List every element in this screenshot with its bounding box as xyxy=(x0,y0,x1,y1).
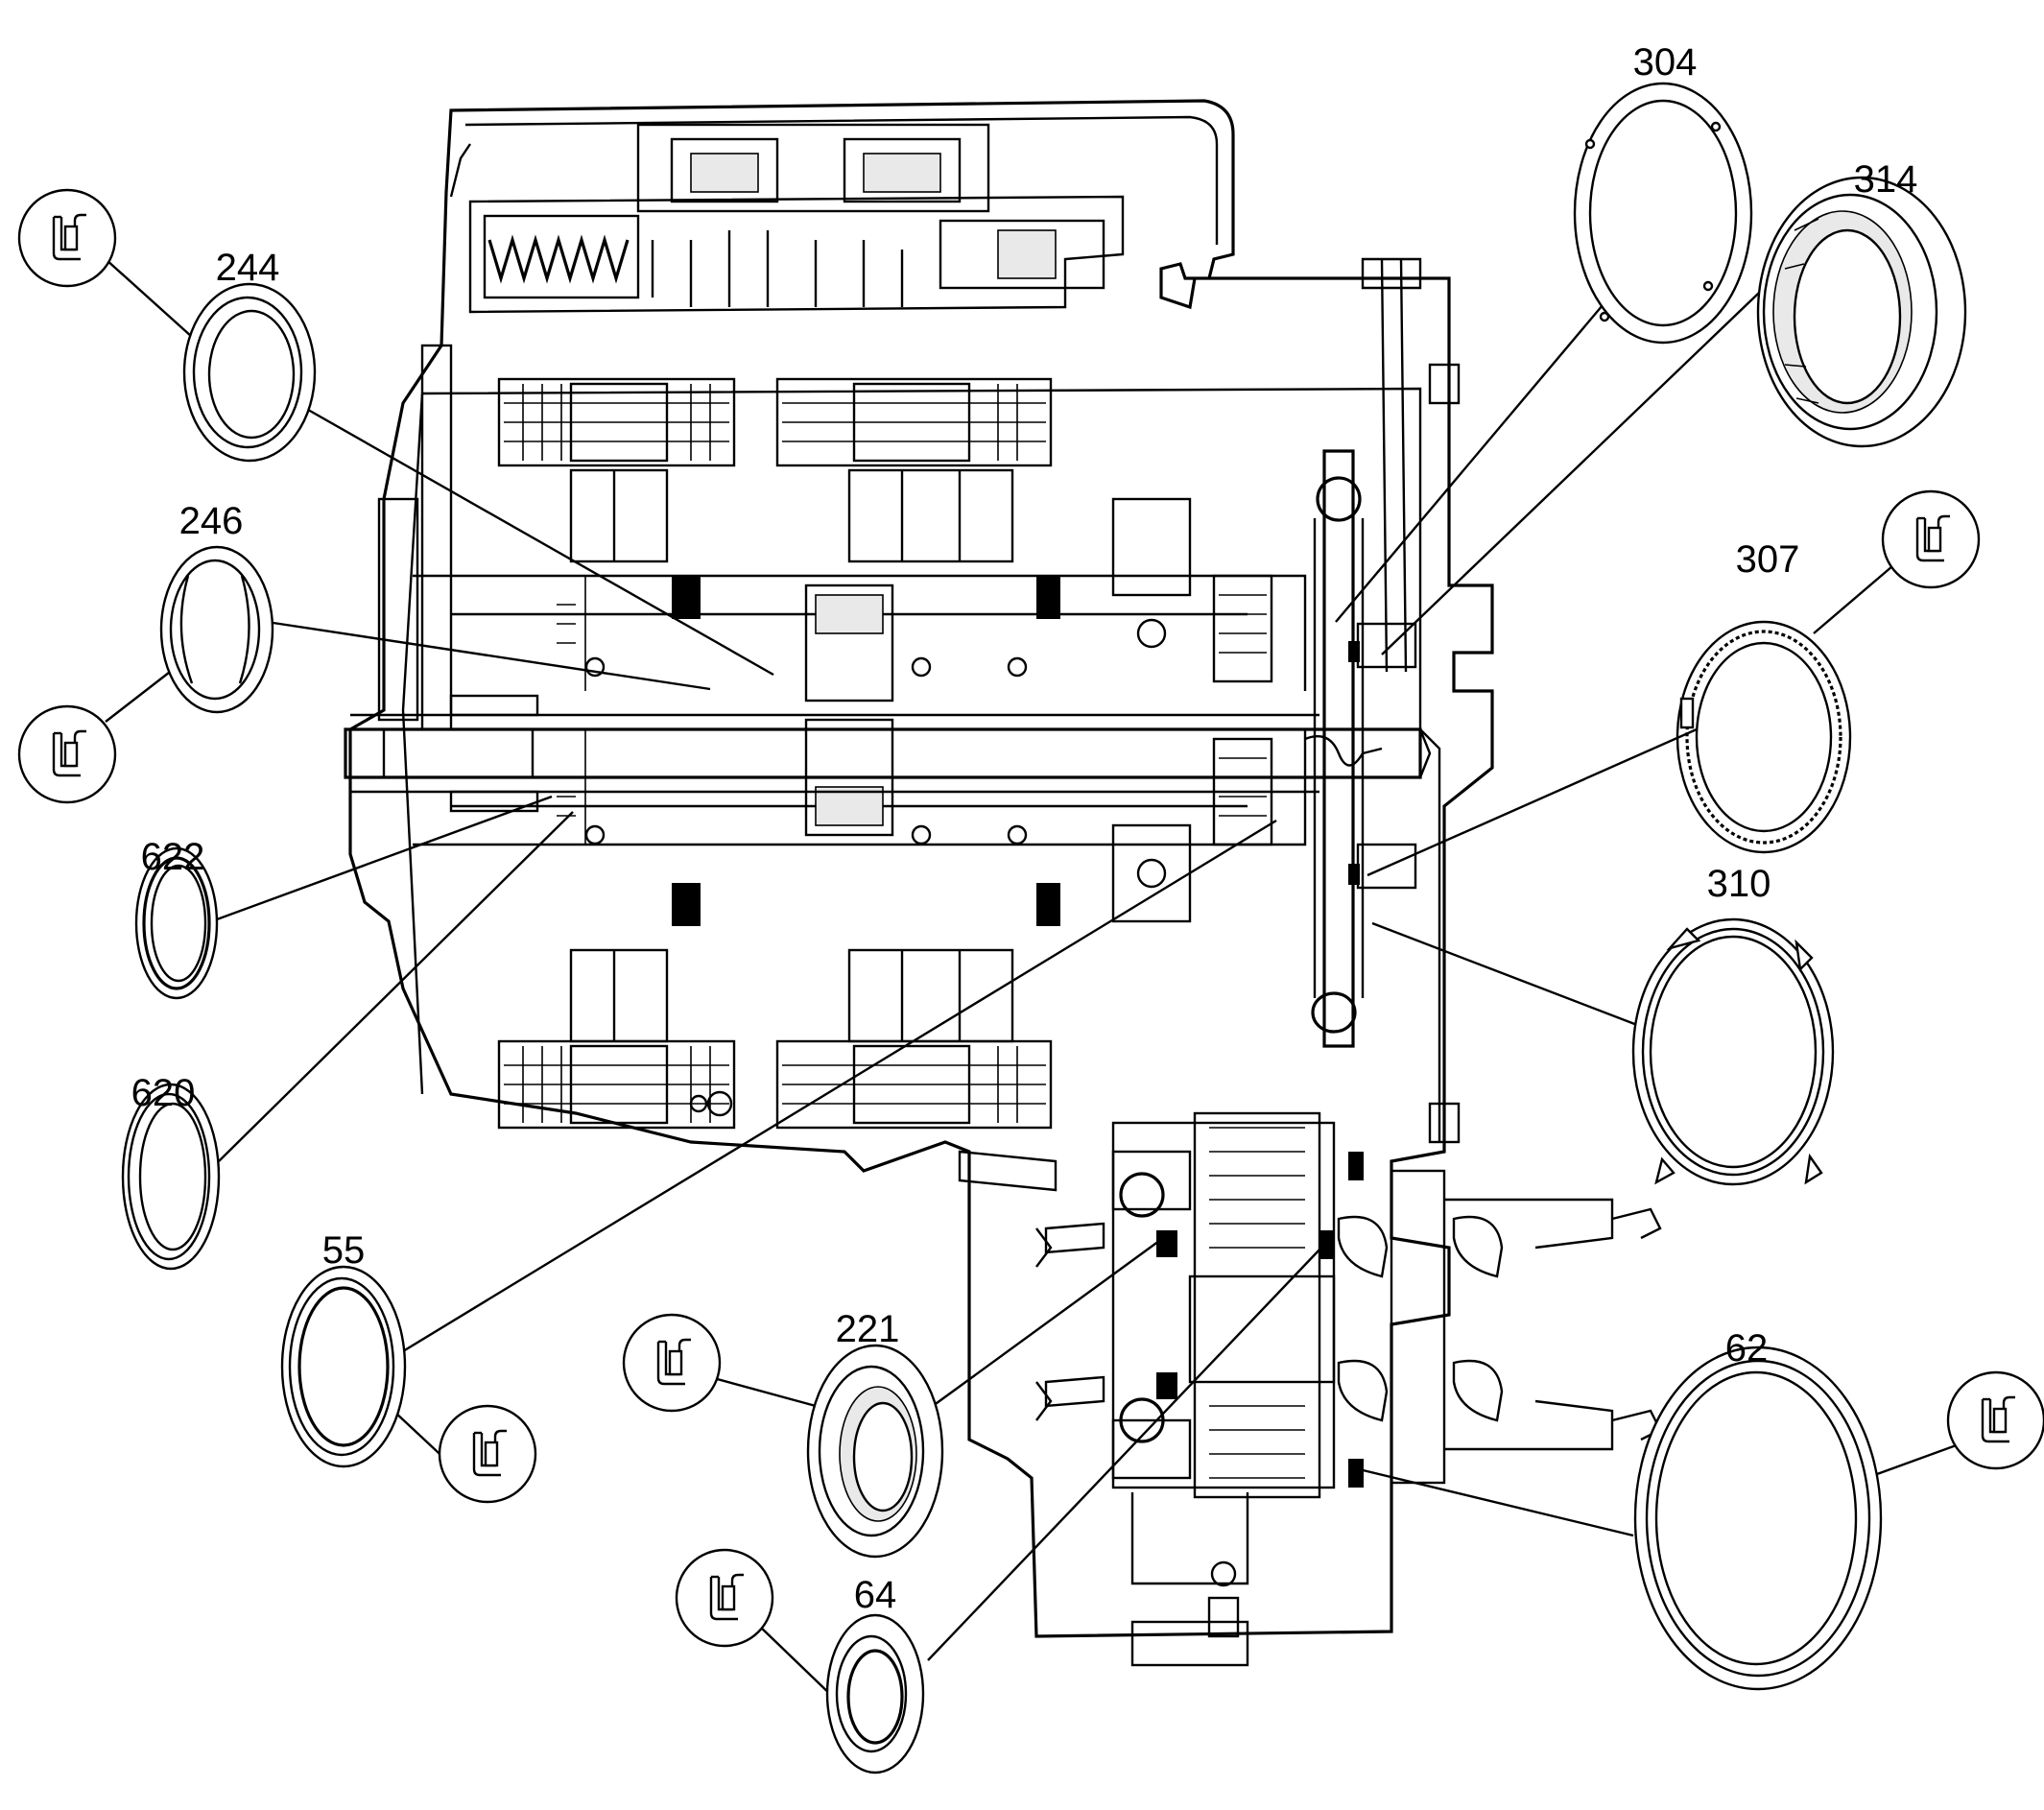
lip-seal-profile-icon xyxy=(17,188,117,288)
callout-label: 622 xyxy=(141,836,205,878)
lip-seal-profile-icon xyxy=(438,1404,537,1504)
seal-310-illustration xyxy=(1631,917,1835,1186)
callout-label: 304 xyxy=(1633,41,1698,83)
seal-620-illustration xyxy=(121,1083,221,1271)
clutch-pack-lower xyxy=(497,948,1053,1130)
callout-label: 620 xyxy=(131,1072,196,1114)
callout-label: 310 xyxy=(1707,863,1771,905)
clutch-pack-upper xyxy=(497,377,1053,563)
lip-seal-profile-icon xyxy=(1946,1370,2044,1470)
differential-assembly xyxy=(958,1111,1662,1667)
callout-label: 62 xyxy=(1725,1327,1769,1369)
seal-55-illustration xyxy=(280,1265,407,1468)
callout-label: 221 xyxy=(836,1308,900,1350)
seal-62-illustration xyxy=(1633,1346,1883,1691)
seal-221-illustration xyxy=(806,1344,944,1559)
seal-622-illustration xyxy=(134,846,219,1000)
lip-seal-profile-icon xyxy=(17,704,117,804)
leader-lines xyxy=(105,249,1973,1700)
callout-label: 244 xyxy=(216,247,280,289)
seal-304-illustration xyxy=(1573,82,1753,345)
lip-seal-profile-icon xyxy=(1881,489,1981,589)
callout-label: 314 xyxy=(1854,158,1918,201)
lip-seal-profile-icon xyxy=(622,1313,722,1413)
seal-307-illustration xyxy=(1676,620,1852,854)
seal-64-illustration xyxy=(825,1613,925,1774)
seal-244-illustration xyxy=(182,282,317,463)
seal-246-illustration xyxy=(159,545,274,714)
callout-label: 307 xyxy=(1736,538,1800,581)
input-shaft xyxy=(344,694,1432,813)
callout-label: 55 xyxy=(322,1229,366,1272)
callout-labels: 304 314 244 246 307 622 310 620 55 221 6… xyxy=(131,41,1918,1616)
seal-314-illustration xyxy=(1756,176,1967,448)
lip-seal-profile-icon xyxy=(675,1548,774,1648)
callout-label: 246 xyxy=(179,500,244,542)
transmission-cross-section xyxy=(344,99,1662,1667)
callout-label: 64 xyxy=(854,1574,897,1616)
